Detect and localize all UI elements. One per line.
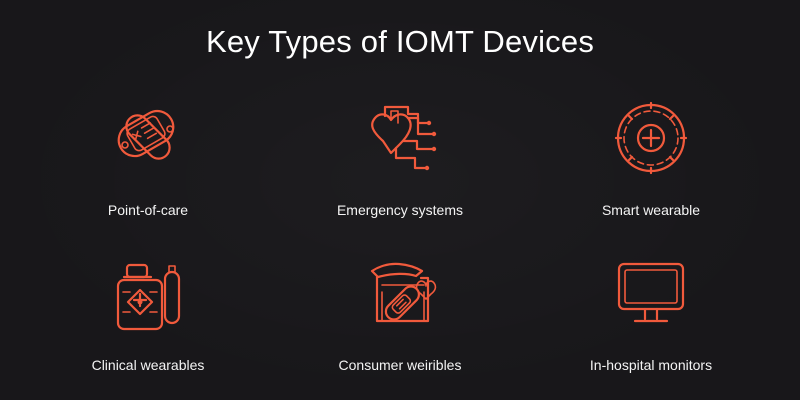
medical-kit-icon [108, 247, 188, 339]
device-label: Smart wearable [601, 202, 701, 218]
device-grid: Point-of-care Emergency systems [0, 92, 800, 384]
device-card-emergency-systems: Emergency systems [290, 92, 510, 237]
device-card-in-hospital-monitors: In-hospital monitors [541, 247, 761, 392]
heart-circuit-icon [360, 92, 440, 184]
device-label: Emergency systems [336, 202, 464, 218]
device-card-smart-wearable: Smart wearable [541, 92, 761, 237]
page-title: Key Types of IOMT Devices [205, 24, 595, 59]
device-label: Clinical wearables [91, 357, 205, 373]
device-label: In-hospital monitors [589, 357, 713, 373]
device-card-point-of-care: Point-of-care [38, 92, 258, 237]
device-label: Point-of-care [107, 202, 189, 218]
consumer-device-icon [360, 247, 440, 339]
device-card-consumer-weiribles: Consumer weiribles [290, 247, 510, 392]
monitor-icon [611, 247, 691, 339]
device-card-clinical-wearables: Clinical wearables [38, 247, 258, 392]
medical-watch-icon [611, 92, 691, 184]
device-label: Consumer weiribles [338, 357, 462, 373]
bandage-icon [108, 92, 188, 184]
